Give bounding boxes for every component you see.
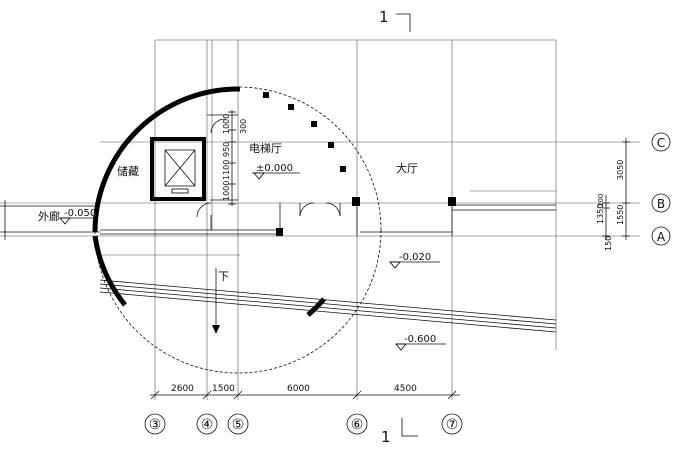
down-arrow (212, 268, 220, 334)
elevation-elevator-hall: ±0.000 (256, 163, 293, 174)
core-dim-1100: 1100 (222, 160, 231, 180)
elevation-corridor: -0.050 (64, 208, 96, 219)
elevation-mark-corridor: -0.050 (59, 208, 98, 225)
dim-right-1550: 1550 (616, 205, 625, 225)
dim-bottom-1500: 1500 (212, 384, 235, 394)
axis-a-marker: A (651, 226, 671, 246)
hall-label: 大厅 (396, 161, 418, 175)
core-dim-300: 300 (239, 119, 248, 134)
axis-c-label: C (657, 136, 665, 150)
axis-5-marker: ⑤ (227, 413, 249, 435)
curved-wall-south (92, 235, 127, 307)
section-mark-top-label: 1 (379, 8, 389, 26)
dim-bottom-6000: 6000 (287, 384, 310, 394)
dim-right-150: 150 (604, 236, 613, 251)
core-dim-1000: 1000 (222, 114, 231, 134)
elevation-mark-hall: -0.020 (389, 252, 440, 269)
stair-down-label: 下 (218, 270, 229, 283)
elevation-mark-elevator-hall: ±0.000 (252, 163, 300, 180)
axis-6-label: ⑥ (351, 417, 364, 433)
axis-3-label: ③ (149, 417, 162, 433)
dim-right-200: 200 (597, 194, 605, 207)
elevation-hall: -0.020 (399, 252, 431, 263)
elevator-core (150, 114, 238, 230)
circular-outline (94, 86, 382, 374)
corridor-label: 外廊 (38, 209, 60, 223)
ramp (99, 279, 557, 333)
axis-c-marker: C (651, 132, 671, 152)
axis-b-marker: B (651, 193, 671, 213)
storage-label: 储藏 (117, 164, 139, 178)
outer-corridor (0, 200, 100, 240)
axis-4-marker: ④ (196, 413, 218, 435)
core-dim-950: 950 (222, 142, 231, 157)
elevation-ramp: -0.600 (404, 334, 436, 345)
facade-wall (100, 197, 556, 236)
dim-bottom-2600: 2600 (171, 384, 194, 394)
dim-bottom-4500: 4500 (394, 384, 417, 394)
axis-7-marker: ⑦ (441, 413, 463, 435)
axis-6-marker: ⑥ (346, 413, 368, 435)
axis-7-label: ⑦ (446, 417, 459, 433)
dim-right-3050: 3050 (616, 160, 625, 180)
elevation-mark-ramp: -0.600 (395, 334, 446, 351)
curved-wall-north (92, 86, 241, 233)
right-dimension-lines (602, 138, 630, 240)
section-mark-bottom-label: 1 (381, 428, 391, 446)
section-mark-top: 1 (379, 8, 411, 32)
axis-a-label: A (657, 230, 666, 244)
elevator-hall-label: 电梯厅 (249, 142, 282, 155)
axis-b-label: B (657, 197, 665, 211)
dim-right-1350: 1350 (596, 204, 605, 224)
bottom-dimension-line (150, 390, 460, 400)
axis-5-label: ⑤ (232, 417, 245, 433)
glazing-posts (263, 92, 346, 172)
core-dim-1000b: 1000 (222, 181, 231, 201)
axis-3-marker: ③ (144, 413, 166, 435)
core-dimension-line (228, 110, 236, 206)
axis-4-label: ④ (201, 417, 214, 433)
section-mark-bottom: 1 (381, 418, 418, 446)
